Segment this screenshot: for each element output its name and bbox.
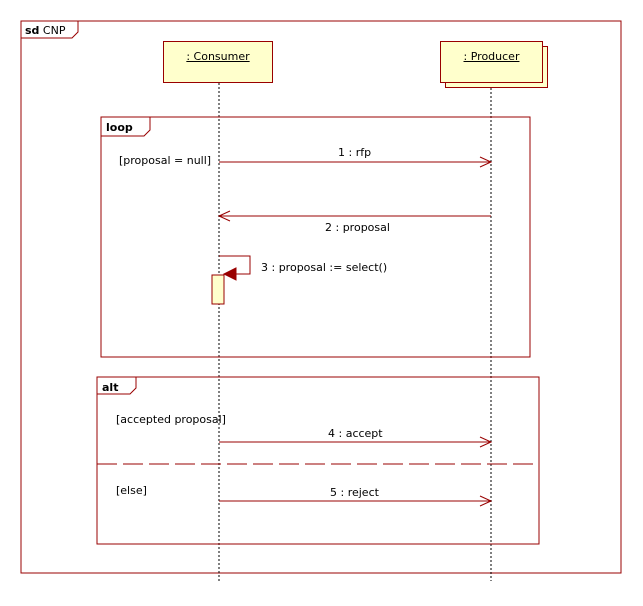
alt-operator: alt [102, 381, 119, 394]
sd-name: CNP [42, 24, 66, 37]
message-2-label: 2 : proposal [325, 221, 390, 234]
alt-fragment-tab [97, 377, 137, 395]
message-3-label: 3 : proposal := select() [261, 261, 388, 274]
message-1-arrowhead [479, 156, 493, 168]
loop-fragment [100, 116, 531, 358]
sd-frame-label: sd CNP [25, 24, 65, 37]
message-4-arrowhead [479, 436, 493, 448]
sd-frame-tab [21, 21, 79, 39]
message-2-arrowhead [217, 210, 231, 222]
message-4-label: 4 : accept [328, 427, 383, 440]
producer-lifeline-label: : Producer [463, 50, 520, 63]
loop-guard: [proposal = null] [119, 154, 212, 167]
message-1-label: 1 : rfp [338, 146, 372, 159]
alt-fragment [96, 376, 540, 545]
producer-lifeline-head[interactable]: : Producer [440, 41, 543, 83]
message-5-label: 5 : reject [330, 486, 379, 499]
loop-fragment-tab [101, 117, 151, 137]
message-3-arrowhead [222, 267, 237, 281]
message-3-line [219, 255, 251, 275]
sd-keyword: sd [25, 24, 40, 37]
activation-bar [211, 274, 225, 305]
loop-operator: loop [106, 121, 133, 134]
alt-guard-else: [else] [116, 484, 147, 497]
message-5-arrowhead [479, 495, 493, 507]
consumer-lifeline-head[interactable]: : Consumer [163, 41, 273, 83]
alt-guard-accepted: [accepted proposal] [116, 413, 226, 426]
sd-frame [20, 20, 622, 574]
consumer-lifeline-label: : Consumer [186, 50, 250, 63]
